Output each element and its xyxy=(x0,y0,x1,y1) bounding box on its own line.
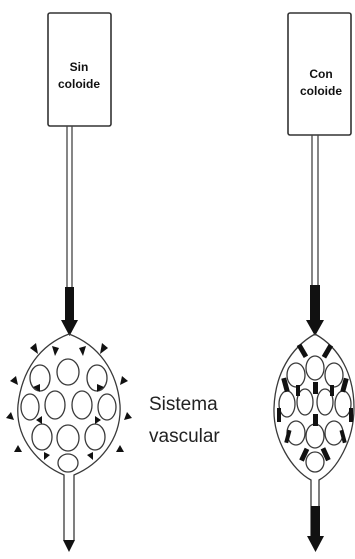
right-retained-flow-marks xyxy=(277,343,353,461)
right-bag-label-line1: Con xyxy=(309,67,332,81)
left-infusion-set: Sin coloide xyxy=(6,13,132,552)
left-leakage-arrows xyxy=(6,343,132,460)
left-outflow-arrow xyxy=(63,540,75,552)
right-bag-label-line2: coloide xyxy=(300,84,342,98)
right-infusion-set: Con coloide xyxy=(274,13,354,552)
right-inflow-arrow xyxy=(306,285,324,336)
left-vascular-network xyxy=(18,334,120,540)
center-label-line2: vascular xyxy=(149,426,220,447)
right-infusion-tube xyxy=(312,135,318,288)
left-inflow-arrow xyxy=(61,287,78,336)
left-bag-label-line1: Sin xyxy=(70,60,89,74)
center-label: Sistema vascular xyxy=(149,394,220,447)
left-infusion-tube xyxy=(67,126,72,290)
center-label-line1: Sistema xyxy=(149,394,218,415)
right-outflow-arrow xyxy=(307,506,324,552)
left-bag-label-line2: coloide xyxy=(58,77,100,91)
